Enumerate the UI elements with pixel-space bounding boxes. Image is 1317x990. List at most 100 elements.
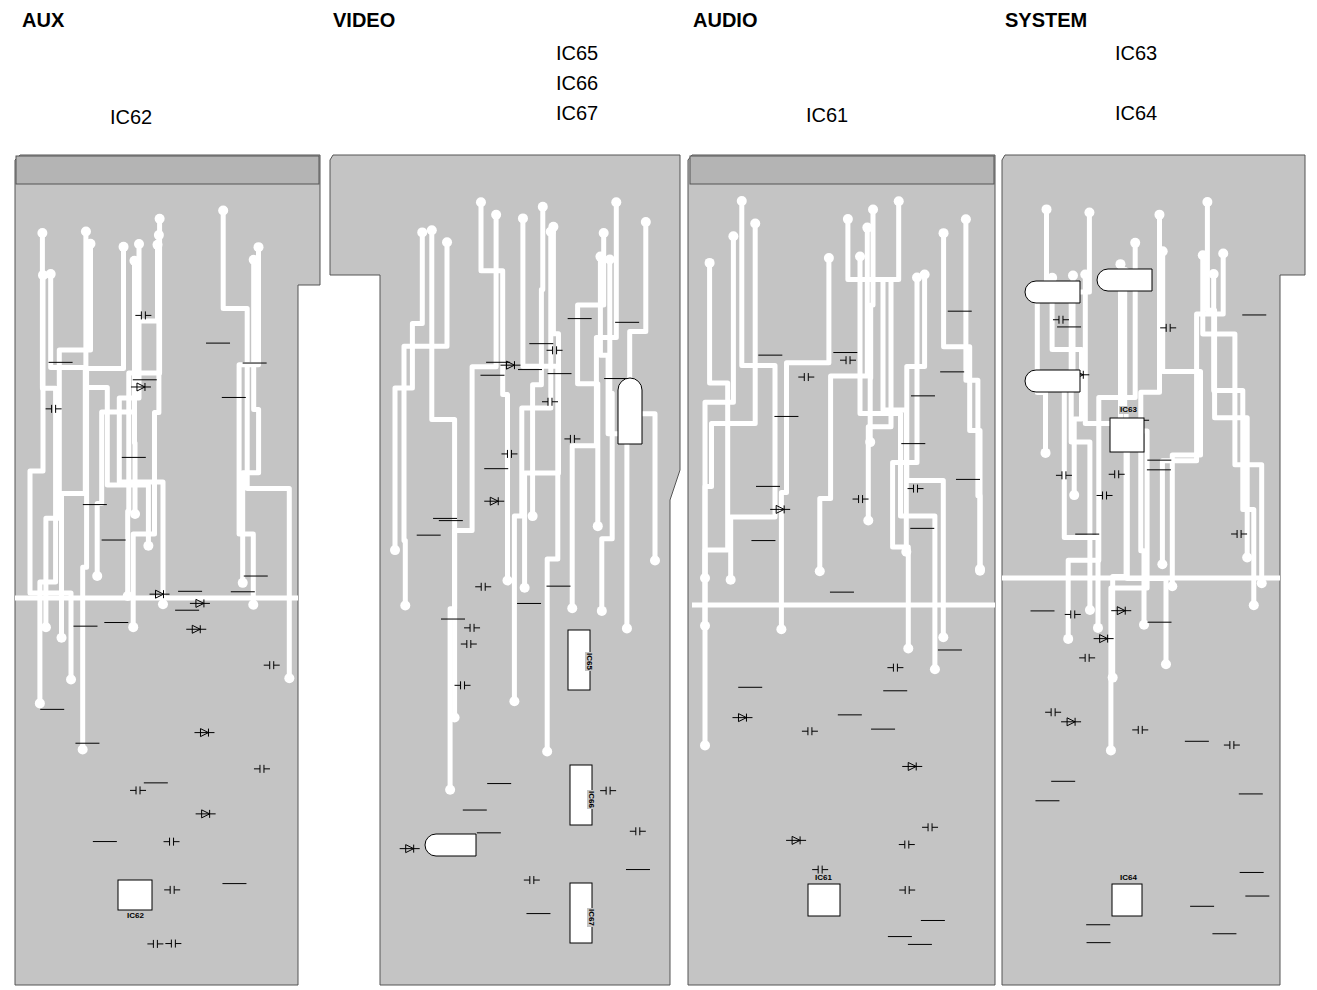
copper-trace bbox=[893, 278, 917, 649]
resistor-symbol bbox=[956, 479, 980, 480]
aux-board bbox=[15, 155, 320, 985]
solder-pad bbox=[912, 272, 922, 282]
capacitor-symbol bbox=[164, 886, 180, 894]
copper-trace bbox=[133, 235, 159, 627]
ic-outline bbox=[118, 880, 152, 910]
capacitor-symbol bbox=[853, 495, 869, 503]
copper-trace bbox=[432, 230, 455, 790]
solder-pad bbox=[390, 545, 400, 555]
solder-pad bbox=[538, 202, 548, 212]
capacitor-symbol bbox=[1231, 530, 1247, 538]
solder-pad bbox=[248, 600, 258, 610]
capacitor-symbol bbox=[1109, 470, 1125, 478]
copper-trace bbox=[705, 263, 728, 746]
copper-trace bbox=[602, 260, 612, 611]
solder-pad bbox=[238, 578, 248, 588]
resistor-symbol bbox=[486, 362, 510, 363]
copper-trace bbox=[1214, 274, 1254, 605]
solder-pad bbox=[85, 239, 95, 249]
capacitor-symbol bbox=[461, 640, 477, 648]
resistor-symbol bbox=[518, 369, 542, 370]
ic-silkscreen: IC64 bbox=[1119, 874, 1138, 882]
ic-outline bbox=[1112, 884, 1142, 916]
solder-pad bbox=[134, 239, 144, 249]
solder-pad bbox=[593, 521, 603, 531]
copper-trace bbox=[243, 260, 259, 583]
solder-pad bbox=[862, 223, 872, 233]
diode-symbol bbox=[1061, 718, 1081, 726]
resistor-symbol bbox=[102, 540, 126, 541]
resistor-symbol bbox=[526, 913, 550, 914]
solder-pad bbox=[81, 226, 91, 236]
solder-pad bbox=[595, 252, 605, 262]
solder-pad bbox=[1198, 250, 1208, 260]
solder-pad bbox=[750, 219, 760, 229]
solder-pad bbox=[153, 240, 163, 250]
resistor-symbol bbox=[1035, 800, 1059, 801]
resistor-symbol bbox=[487, 783, 511, 784]
resistor-symbol bbox=[830, 592, 854, 593]
copper-trace bbox=[533, 207, 543, 516]
transistor-outline bbox=[1025, 370, 1080, 392]
solder-pad bbox=[509, 696, 519, 706]
resistor-symbol bbox=[910, 528, 934, 529]
capacitor-symbol bbox=[899, 886, 915, 894]
resistor-symbol bbox=[222, 883, 246, 884]
solder-pad bbox=[400, 601, 410, 611]
resistor-symbol bbox=[1148, 622, 1172, 623]
resistor-symbol bbox=[243, 363, 267, 364]
capacitor-symbol bbox=[812, 866, 828, 874]
solder-pad bbox=[901, 547, 911, 557]
resistor-symbol bbox=[244, 576, 268, 577]
solder-pad bbox=[1209, 269, 1219, 279]
solder-pad bbox=[641, 217, 651, 227]
resistor-symbol bbox=[529, 343, 553, 344]
solder-pad bbox=[1084, 207, 1094, 217]
capacitor-symbol bbox=[254, 765, 270, 773]
board-heading: VIDEO bbox=[333, 10, 395, 30]
board-heading: SYSTEM bbox=[1005, 10, 1087, 30]
ic-name: IC67 bbox=[556, 103, 598, 123]
resistor-symbol bbox=[1057, 326, 1081, 327]
resistor-symbol bbox=[1245, 896, 1269, 897]
solder-pad bbox=[1041, 448, 1051, 458]
resistor-symbol bbox=[417, 535, 441, 536]
ic-silkscreen: IC67 bbox=[587, 908, 595, 927]
solder-pad bbox=[129, 256, 139, 266]
solder-pad bbox=[158, 599, 168, 609]
resistor-symbol bbox=[477, 832, 501, 833]
audio-board bbox=[688, 155, 995, 985]
solder-pad bbox=[1108, 673, 1118, 683]
copper-trace bbox=[705, 224, 755, 626]
resistor-symbol bbox=[75, 743, 99, 744]
ic-outline bbox=[808, 884, 840, 916]
solder-pad bbox=[128, 622, 138, 632]
solder-pad bbox=[1167, 581, 1177, 591]
solder-pad bbox=[284, 673, 294, 683]
capacitor-symbol bbox=[135, 311, 151, 319]
resistor-symbol bbox=[921, 920, 945, 921]
solder-pad bbox=[1161, 659, 1171, 669]
resistor-symbol bbox=[1240, 872, 1264, 873]
copper-trace bbox=[781, 258, 829, 629]
resistor-symbol bbox=[948, 311, 972, 312]
solder-pad bbox=[1218, 249, 1228, 259]
solder-pad bbox=[903, 644, 913, 654]
solder-pad bbox=[41, 622, 51, 632]
solder-pad bbox=[1106, 745, 1116, 755]
solder-pad bbox=[815, 566, 825, 576]
solder-pad bbox=[863, 515, 873, 525]
resistor-symbol bbox=[756, 486, 780, 487]
resistor-symbol bbox=[548, 373, 572, 374]
solder-pad bbox=[726, 575, 736, 585]
resistor-symbol bbox=[40, 709, 64, 710]
resistor-symbol bbox=[1239, 793, 1263, 794]
copper-trace bbox=[86, 232, 148, 546]
solder-pad bbox=[868, 205, 878, 215]
resistor-symbol bbox=[833, 352, 857, 353]
copper-trace bbox=[83, 247, 124, 750]
resistor-symbol bbox=[838, 714, 862, 715]
solder-pad bbox=[542, 746, 552, 756]
solder-pad bbox=[37, 228, 47, 238]
diode-symbol bbox=[770, 505, 790, 513]
